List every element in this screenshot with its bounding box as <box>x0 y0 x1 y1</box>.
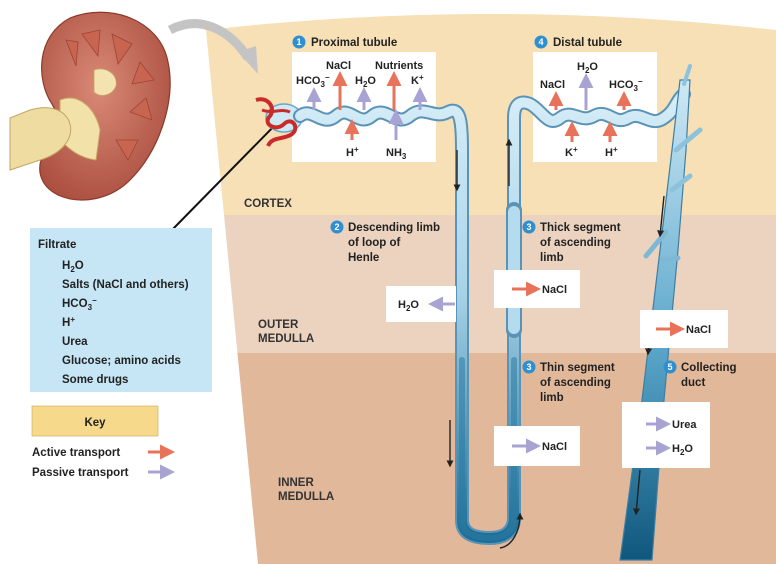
thick-segment-nacl-box: NaCl <box>494 270 580 308</box>
inner-medulla-label-2: MEDULLA <box>278 491 334 503</box>
svg-text:limb: limb <box>540 252 564 264</box>
svg-text:Distal tubule: Distal tubule <box>553 37 622 49</box>
ion-hco3-proximal: HCO3− <box>296 73 330 89</box>
ion-nacl-proximal: NaCl <box>326 60 351 72</box>
svg-text:of ascending: of ascending <box>540 377 611 389</box>
svg-text:Urea: Urea <box>672 419 697 431</box>
inner-medulla-label-1: INNER <box>278 477 314 489</box>
svg-text:Henle: Henle <box>348 252 379 264</box>
svg-text:3: 3 <box>526 222 531 232</box>
svg-text:2: 2 <box>334 222 339 232</box>
filtrate-drugs: Some drugs <box>62 374 128 386</box>
key-title: Key <box>84 417 106 429</box>
svg-text:of ascending: of ascending <box>540 237 611 249</box>
cd-urea-h2o-box: Urea H2O <box>622 402 710 468</box>
svg-text:of loop of: of loop of <box>348 237 401 249</box>
outer-medulla-label-1: OUTER <box>258 319 299 331</box>
svg-text:NaCl: NaCl <box>542 441 567 453</box>
filtrate-title: Filtrate <box>38 239 76 251</box>
ion-nacl-distal: NaCl <box>540 79 565 91</box>
svg-text:Proximal tubule: Proximal tubule <box>311 37 397 49</box>
svg-text:1: 1 <box>296 37 301 47</box>
key-active-label: Active transport <box>32 447 120 459</box>
kidney-illustration <box>10 12 170 200</box>
svg-text:5: 5 <box>667 362 672 372</box>
svg-text:4: 4 <box>538 37 543 47</box>
svg-text:3: 3 <box>526 362 531 372</box>
filtrate-glucose: Glucose; amino acids <box>62 355 181 367</box>
outer-cd-nacl-box: NaCl <box>640 310 728 348</box>
svg-text:limb: limb <box>540 392 564 404</box>
outer-medulla-label-2: MEDULLA <box>258 333 314 345</box>
filtrate-urea: Urea <box>62 336 88 348</box>
thin-segment-nacl-box: NaCl <box>494 426 580 466</box>
filtrate-salts: Salts (NaCl and others) <box>62 279 189 291</box>
svg-text:Thin segment: Thin segment <box>540 362 615 374</box>
cortex-label: CORTEX <box>244 198 292 210</box>
svg-text:NaCl: NaCl <box>686 324 711 336</box>
svg-text:Descending limb: Descending limb <box>348 222 440 234</box>
svg-text:NaCl: NaCl <box>542 284 567 296</box>
svg-text:duct: duct <box>681 377 705 389</box>
ion-hco3-distal: HCO3− <box>609 77 643 93</box>
filtrate-hco3: HCO3− <box>62 296 97 312</box>
svg-text:Thick segment: Thick segment <box>540 222 621 234</box>
key-panel: Key Active transport Passive transport <box>32 406 172 479</box>
filtrate-panel: Filtrate H2O Salts (NaCl and others) HCO… <box>30 228 212 392</box>
descending-h2o-box: H2O <box>386 286 456 322</box>
key-passive-label: Passive transport <box>32 467 129 479</box>
ion-nutrients-proximal: Nutrients <box>375 60 423 72</box>
svg-text:Collecting: Collecting <box>681 362 737 374</box>
